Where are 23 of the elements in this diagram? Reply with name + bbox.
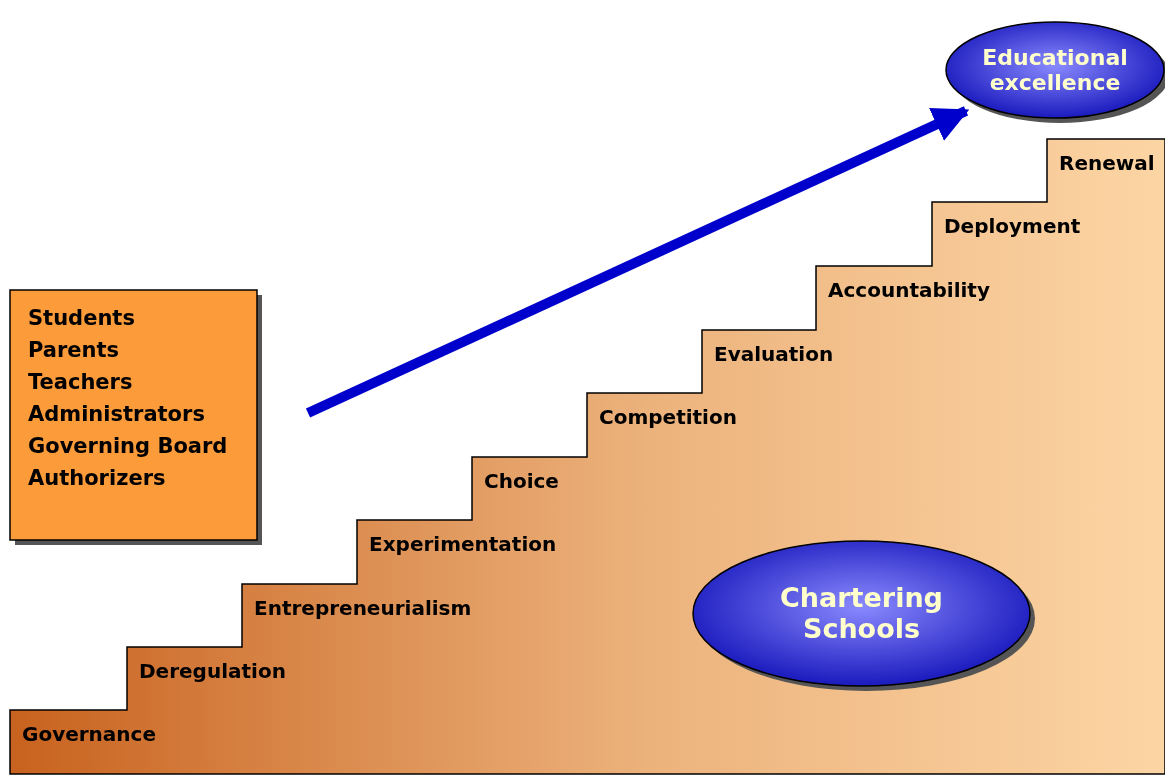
stakeholder-text: Parents: [28, 337, 121, 364]
step-label: Renewal: [1059, 151, 1155, 175]
stakeholder-text: Governing Board: [28, 433, 229, 460]
ellipse-label: Educational excellence: [981, 44, 1129, 96]
ellipse-label: Chartering Schools: [779, 582, 944, 645]
step-label: Deregulation: [139, 659, 286, 683]
staircase: [9, 138, 1165, 775]
step-label: Deployment: [944, 214, 1081, 238]
arrow: [305, 106, 970, 418]
step-label: Evaluation: [714, 342, 834, 366]
step-label: Accountability: [828, 278, 990, 302]
ellipse-node: [692, 540, 1031, 687]
stakeholder-text: Authorizers: [28, 465, 167, 492]
step-label: Governance: [22, 722, 156, 746]
stakeholder-box: [9, 289, 258, 541]
step-label: Choice: [484, 469, 559, 493]
step-label: Competition: [599, 405, 737, 429]
stakeholder-text: Students: [28, 305, 136, 332]
stakeholder-text: Administrators: [28, 401, 206, 428]
stakeholder-text: Teachers: [28, 369, 134, 396]
step-label: Experimentation: [369, 532, 557, 556]
ellipse-node: [945, 21, 1165, 119]
step-label: Entrepreneurialism: [254, 596, 472, 620]
